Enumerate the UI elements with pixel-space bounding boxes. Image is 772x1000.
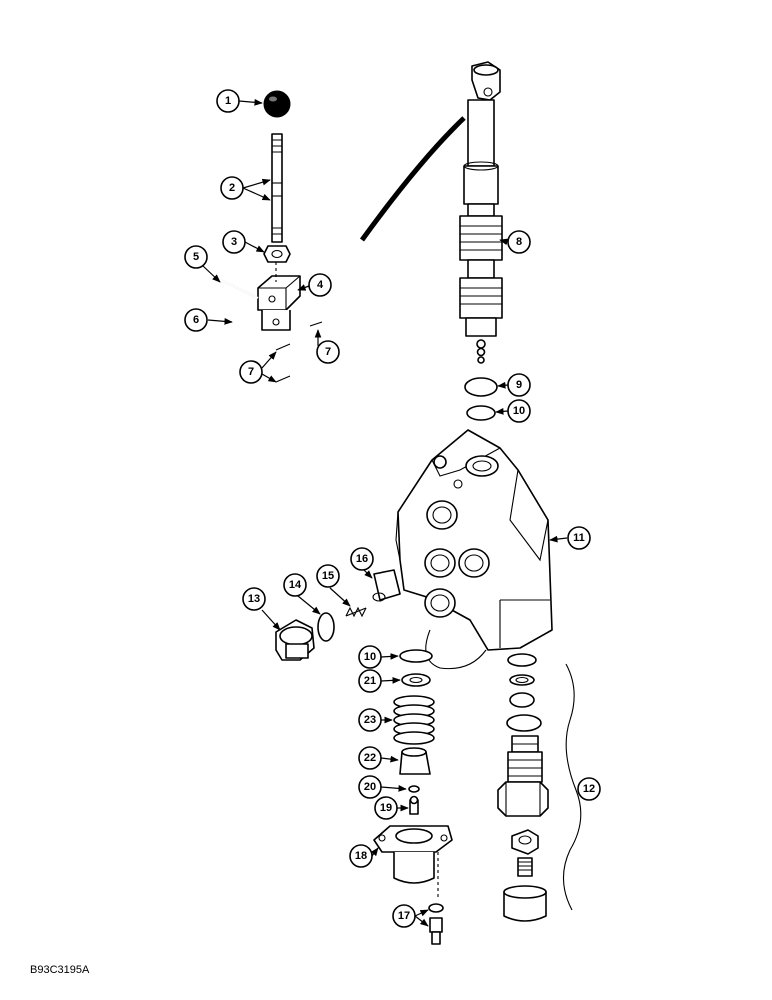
control-spool (359, 61, 503, 364)
svg-text:6: 6 (193, 314, 199, 326)
u-link (230, 302, 262, 354)
callout-17: 17 (392, 904, 416, 928)
spring-cup (399, 747, 431, 775)
svg-text:17: 17 (398, 910, 410, 922)
callout-12: 12 (577, 777, 601, 801)
callout-2: 2 (220, 176, 244, 200)
callout-22: 22 (358, 746, 382, 770)
callout-23: 23 (358, 708, 382, 732)
callout-3: 3 (222, 230, 246, 254)
svg-text:2: 2 (229, 182, 235, 194)
svg-text:15: 15 (322, 570, 334, 582)
lever-rod (271, 133, 283, 243)
callout-1: 1 (216, 89, 240, 113)
valve-body (395, 429, 553, 670)
svg-text:14: 14 (289, 579, 302, 591)
callout-9: 9 (507, 373, 531, 397)
callout-10-top: 10 (507, 399, 531, 423)
lever-block (257, 262, 301, 331)
relief-valve-kit (497, 653, 549, 922)
svg-text:22: 22 (364, 752, 376, 764)
svg-text:23: 23 (364, 714, 376, 726)
cotter-pins (275, 321, 323, 383)
svg-text:7: 7 (248, 366, 254, 378)
callout-6: 6 (184, 308, 208, 332)
callout-7b: 7 (316, 340, 340, 364)
kit-bracket (562, 663, 582, 911)
svg-text:4: 4 (317, 279, 324, 291)
small-washer (408, 785, 420, 793)
callout-21: 21 (358, 669, 382, 693)
callout-11: 11 (567, 526, 591, 550)
plug-oring (317, 612, 335, 642)
figure-id: B93C3195A (30, 964, 90, 976)
svg-text:21: 21 (364, 675, 376, 687)
spring-seat (401, 673, 431, 687)
small-spring (345, 606, 367, 618)
spool-washer (464, 377, 498, 397)
callout-13: 13 (242, 587, 266, 611)
callout-16: 16 (350, 547, 374, 571)
svg-text:10: 10 (513, 405, 525, 417)
callout-15: 15 (316, 564, 340, 588)
lower-oring (399, 649, 433, 663)
svg-text:8: 8 (516, 236, 522, 248)
callout-7a: 7 (239, 360, 263, 384)
svg-text:20: 20 (364, 781, 376, 793)
svg-text:13: 13 (248, 593, 260, 605)
callout-19: 19 (374, 796, 398, 820)
return-spring (393, 695, 435, 745)
end-cap (373, 825, 453, 900)
lever-knob (263, 90, 291, 118)
cap-bolts (428, 903, 444, 945)
spool-oring (466, 405, 496, 421)
svg-text:18: 18 (355, 850, 367, 862)
svg-text:12: 12 (583, 783, 595, 795)
svg-text:16: 16 (356, 553, 368, 565)
callout-18: 18 (349, 844, 373, 868)
side-plug (275, 619, 315, 661)
callout-20: 20 (358, 775, 382, 799)
clevis-pin (215, 277, 259, 299)
svg-text:3: 3 (231, 236, 237, 248)
callout-10-bottom: 10 (358, 645, 382, 669)
callout-4: 4 (308, 273, 332, 297)
svg-text:5: 5 (193, 251, 199, 263)
svg-text:11: 11 (573, 532, 585, 544)
hex-nut (263, 245, 291, 263)
svg-text:9: 9 (516, 379, 522, 391)
svg-text:7: 7 (325, 346, 331, 358)
svg-text:10: 10 (364, 651, 376, 663)
leader-lines (202, 98, 568, 927)
svg-text:19: 19 (380, 802, 392, 814)
svg-text:1: 1 (225, 95, 231, 107)
callout-8: 8 (507, 230, 531, 254)
callout-5: 5 (184, 245, 208, 269)
callout-14: 14 (283, 573, 307, 597)
poppet (372, 569, 401, 602)
small-screw (409, 795, 419, 815)
